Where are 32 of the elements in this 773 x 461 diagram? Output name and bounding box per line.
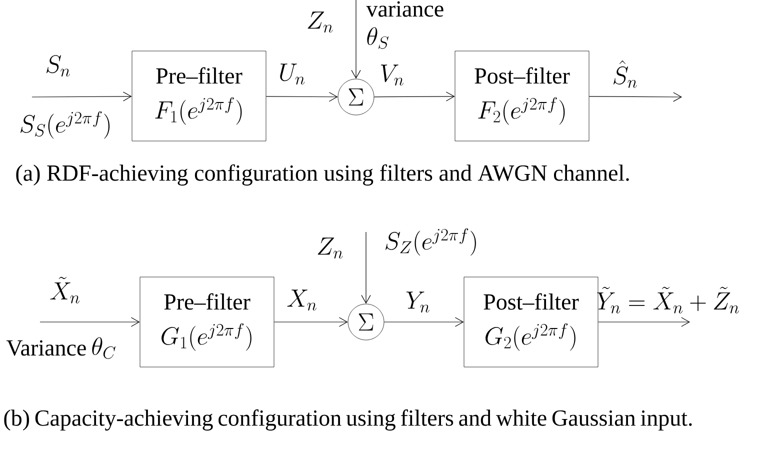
arrow [384, 317, 464, 327]
edge-label: $Z_n$ [318, 238, 343, 259]
label: $\theta_S$ [367, 27, 389, 49]
filter-box: Pre–filter $G_1(e^{j2\pi f})$ [140, 276, 274, 368]
edge-label: $V_n$ [380, 64, 404, 86]
filter-box: Post–filter $F_2(e^{j2\pi f})$ [454, 50, 590, 142]
arrow [32, 92, 132, 102]
label: Variance [6, 340, 86, 356]
filter-box: Pre–filter $F_1(e^{j2\pi f})$ [132, 50, 266, 142]
edge-label: $U_n$ [280, 64, 305, 85]
arrow [266, 92, 338, 102]
edge-label: $Z_n$ [308, 12, 333, 33]
arrow [361, 232, 371, 304]
arrow [274, 317, 348, 327]
edge-label: $S_n$ [46, 55, 70, 77]
edge-label: $\tilde{X}_n$ [50, 276, 80, 304]
edge-label: $Y_n$ [406, 292, 430, 313]
filter-box: Post–filter $G_2(e^{j2\pi f})$ [464, 276, 598, 368]
label: $S_S(e^{j2\pi f})$ [20, 111, 110, 139]
label: $\theta_C$ [92, 337, 116, 359]
caption: (a) RDF-achieving configuration using filters and AWGN channel. [16, 164, 629, 186]
arrow [588, 92, 682, 102]
caption: (b) Capacity-achieving configuration using filters and white Gaussian input. [4, 409, 692, 431]
arrow [598, 317, 690, 327]
arrow [40, 317, 140, 327]
edge-label: $\tilde{Y}_n = \tilde{X}_n + \tilde{Z}_n$ [597, 286, 739, 314]
arrow [374, 92, 455, 102]
edge-label: $\hat{S}_n$ [613, 60, 637, 88]
edge-label: $X_n$ [287, 290, 316, 311]
arrow [351, 0, 361, 79]
label: $S_Z(e^{j2\pi f})$ [385, 228, 476, 256]
label: variance [366, 1, 444, 17]
